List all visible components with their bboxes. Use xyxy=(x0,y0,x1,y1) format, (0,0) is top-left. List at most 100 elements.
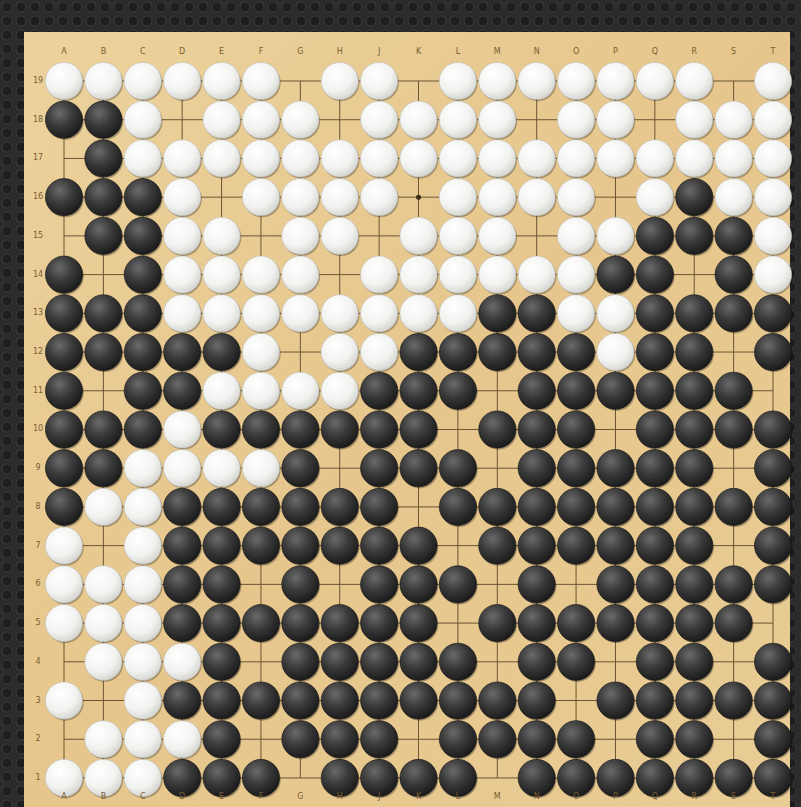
black-stone xyxy=(85,179,122,216)
white-stone xyxy=(439,217,476,254)
black-stone xyxy=(557,411,594,448)
white-stone xyxy=(203,140,240,177)
black-stone xyxy=(676,643,713,680)
black-stone xyxy=(321,682,358,719)
coordinate-label: 16 xyxy=(28,192,48,202)
black-stone xyxy=(282,566,319,603)
black-stone xyxy=(597,527,634,564)
black-stone xyxy=(676,179,713,216)
black-stone xyxy=(400,604,437,641)
black-stone xyxy=(636,566,673,603)
coordinate-label: J xyxy=(369,792,389,802)
coordinate-label: 19 xyxy=(28,76,48,86)
black-stone xyxy=(636,450,673,487)
white-stone xyxy=(164,295,201,332)
black-stone xyxy=(715,759,752,796)
white-stone xyxy=(164,643,201,680)
black-stone xyxy=(518,643,555,680)
black-stone xyxy=(361,566,398,603)
white-stone xyxy=(400,101,437,138)
white-stone xyxy=(85,488,122,525)
black-stone xyxy=(45,411,82,448)
black-stone xyxy=(85,217,122,254)
coordinate-label: B xyxy=(93,792,113,802)
white-stone xyxy=(557,62,594,99)
white-stone xyxy=(203,372,240,409)
coordinate-label: B xyxy=(93,47,113,57)
black-stone xyxy=(361,643,398,680)
black-stone xyxy=(361,721,398,758)
black-stone xyxy=(676,682,713,719)
black-stone xyxy=(597,682,634,719)
white-stone xyxy=(85,604,122,641)
black-stone xyxy=(124,179,161,216)
white-stone xyxy=(124,450,161,487)
coordinate-label: 4 xyxy=(28,657,48,667)
coordinate-label: G xyxy=(290,47,310,57)
white-stone xyxy=(242,140,279,177)
white-stone xyxy=(203,217,240,254)
black-stone xyxy=(164,682,201,719)
black-stone xyxy=(85,101,122,138)
black-stone xyxy=(636,488,673,525)
black-stone xyxy=(85,333,122,370)
black-stone xyxy=(361,372,398,409)
black-stone xyxy=(715,217,752,254)
black-stone xyxy=(203,682,240,719)
black-stone xyxy=(45,450,82,487)
white-stone xyxy=(439,101,476,138)
black-stone xyxy=(321,643,358,680)
black-stone xyxy=(400,411,437,448)
black-stone xyxy=(715,566,752,603)
white-stone xyxy=(282,295,319,332)
black-stone xyxy=(597,256,634,293)
black-stone xyxy=(754,411,791,448)
black-stone xyxy=(361,450,398,487)
coordinate-label: 18 xyxy=(28,115,48,125)
coordinate-label: Q xyxy=(645,792,665,802)
white-stone xyxy=(754,217,791,254)
white-stone xyxy=(321,217,358,254)
coordinate-label: A xyxy=(54,47,74,57)
black-stone xyxy=(400,759,437,796)
black-stone xyxy=(676,295,713,332)
black-stone xyxy=(124,372,161,409)
coordinate-label: 15 xyxy=(28,231,48,241)
black-stone xyxy=(242,488,279,525)
coordinate-label: 6 xyxy=(28,579,48,589)
white-stone xyxy=(479,62,516,99)
black-stone xyxy=(282,488,319,525)
black-stone xyxy=(242,527,279,564)
black-stone xyxy=(45,256,82,293)
white-stone xyxy=(754,256,791,293)
black-stone xyxy=(557,604,594,641)
white-stone xyxy=(203,62,240,99)
black-stone xyxy=(479,411,516,448)
white-stone xyxy=(45,62,82,99)
black-stone xyxy=(479,682,516,719)
black-stone xyxy=(597,566,634,603)
black-stone xyxy=(479,295,516,332)
grid-lines xyxy=(64,81,773,778)
black-stone xyxy=(557,721,594,758)
black-stone xyxy=(361,411,398,448)
black-stone xyxy=(636,411,673,448)
white-stone xyxy=(676,140,713,177)
black-stone xyxy=(518,411,555,448)
white-stone xyxy=(479,140,516,177)
white-stone xyxy=(282,256,319,293)
black-stone xyxy=(676,721,713,758)
black-stone xyxy=(636,682,673,719)
black-stone xyxy=(754,450,791,487)
coordinate-label: H xyxy=(330,47,350,57)
white-stone xyxy=(557,295,594,332)
white-stone xyxy=(636,179,673,216)
coordinate-label: 14 xyxy=(28,270,48,280)
white-stone xyxy=(164,411,201,448)
black-stone xyxy=(479,333,516,370)
coordinate-label: F xyxy=(251,792,271,802)
black-stone xyxy=(164,527,201,564)
coordinate-label: E xyxy=(212,47,232,57)
white-stone xyxy=(164,256,201,293)
